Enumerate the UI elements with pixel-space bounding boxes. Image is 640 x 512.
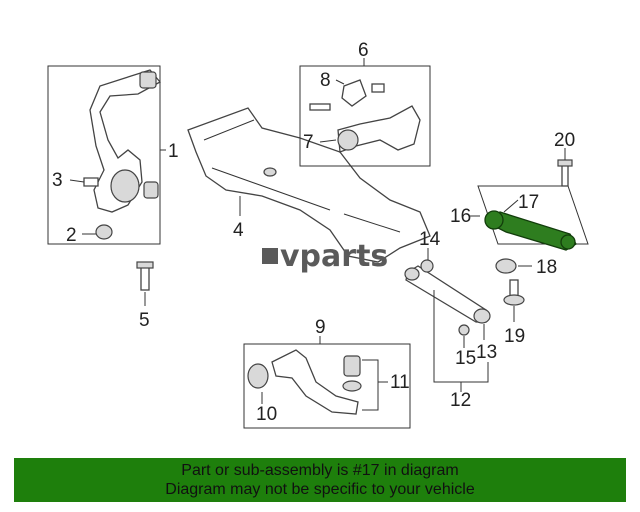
callout-9: 9 xyxy=(315,317,326,338)
callout-17: 17 xyxy=(518,192,539,213)
watermark-logo: vparts xyxy=(262,239,388,274)
callout-14: 14 xyxy=(419,229,441,250)
bushing-part-11a xyxy=(343,355,361,377)
bushing-part-11b xyxy=(342,380,362,392)
callout-1: 1 xyxy=(168,141,179,162)
knuckle-bushing-top xyxy=(139,71,157,89)
bolt-head-5 xyxy=(136,261,154,269)
group-knuckle: 1 2 3 xyxy=(47,65,179,246)
bushing-part-18 xyxy=(495,258,517,274)
logo-mark xyxy=(262,248,278,264)
callout-4: 4 xyxy=(233,220,244,241)
link-end-b xyxy=(473,308,491,324)
callout-13: 13 xyxy=(476,342,497,363)
nut-upper xyxy=(371,83,385,93)
bushing-part-2 xyxy=(95,224,113,240)
knuckle-bushing-side xyxy=(143,181,159,199)
callout-16: 16 xyxy=(450,206,471,227)
callout-7: 7 xyxy=(303,132,314,153)
link-end-a xyxy=(404,267,420,281)
banner-line-2: Diagram may not be specific to your vehi… xyxy=(165,481,475,498)
group-upper-arm: 6 8 7 xyxy=(299,40,431,167)
knuckle-hub xyxy=(110,169,140,203)
callout-10: 10 xyxy=(256,404,277,425)
washer-part-15 xyxy=(458,324,470,336)
group-hardware: 18 19 20 xyxy=(495,130,575,347)
bolt-upper xyxy=(309,103,331,111)
parts-diagram: 1 2 3 4 5 6 8 7 vparts xyxy=(47,40,589,429)
lower-arm-box xyxy=(243,343,411,429)
group-crossmember: 4 xyxy=(187,107,431,263)
group-lower-arm: 9 10 11 xyxy=(243,317,411,429)
group-bolt-5: 5 xyxy=(136,261,154,331)
callout-19: 19 xyxy=(504,326,525,347)
callout-2: 2 xyxy=(66,225,77,246)
bolt-part-3 xyxy=(83,177,99,187)
upper-arm-bushing xyxy=(337,129,359,151)
knuckle-part xyxy=(89,69,162,213)
bushing-part-10 xyxy=(247,363,269,389)
lower-arm-part xyxy=(271,349,359,415)
bolt-head-19 xyxy=(503,294,525,306)
crossmember-hole xyxy=(263,167,277,177)
bolt-part-5 xyxy=(140,265,150,291)
highlighted-part-17[interactable] xyxy=(484,211,577,251)
callout-12: 12 xyxy=(450,390,471,411)
highlighted-part-17-bushing[interactable] xyxy=(484,210,504,230)
upper-arm-box xyxy=(299,65,431,167)
bracket-part-8 xyxy=(341,79,367,107)
highlighted-part-17-end[interactable] xyxy=(560,234,576,250)
callout-6: 6 xyxy=(358,40,369,61)
group-lateral-link: 14 15 13 12 xyxy=(404,229,497,411)
knuckle-box xyxy=(47,65,161,245)
banner-line-1: Part or sub-assembly is #17 in diagram xyxy=(181,462,459,479)
logo-text: vparts xyxy=(280,239,388,274)
nut-part-14 xyxy=(420,259,434,273)
callout-15: 15 xyxy=(455,348,476,369)
callout-20: 20 xyxy=(554,130,575,151)
callout-8: 8 xyxy=(320,70,331,91)
bolt-part-20 xyxy=(561,163,569,187)
group-16: 16 17 xyxy=(450,185,589,251)
callout-18: 18 xyxy=(536,257,557,278)
callout-11: 11 xyxy=(390,372,410,393)
info-banner: Part or sub-assembly is #17 in diagram D… xyxy=(14,458,626,502)
callout-5: 5 xyxy=(139,310,150,331)
callout-3: 3 xyxy=(52,170,63,191)
bolt-head-20 xyxy=(557,159,573,167)
